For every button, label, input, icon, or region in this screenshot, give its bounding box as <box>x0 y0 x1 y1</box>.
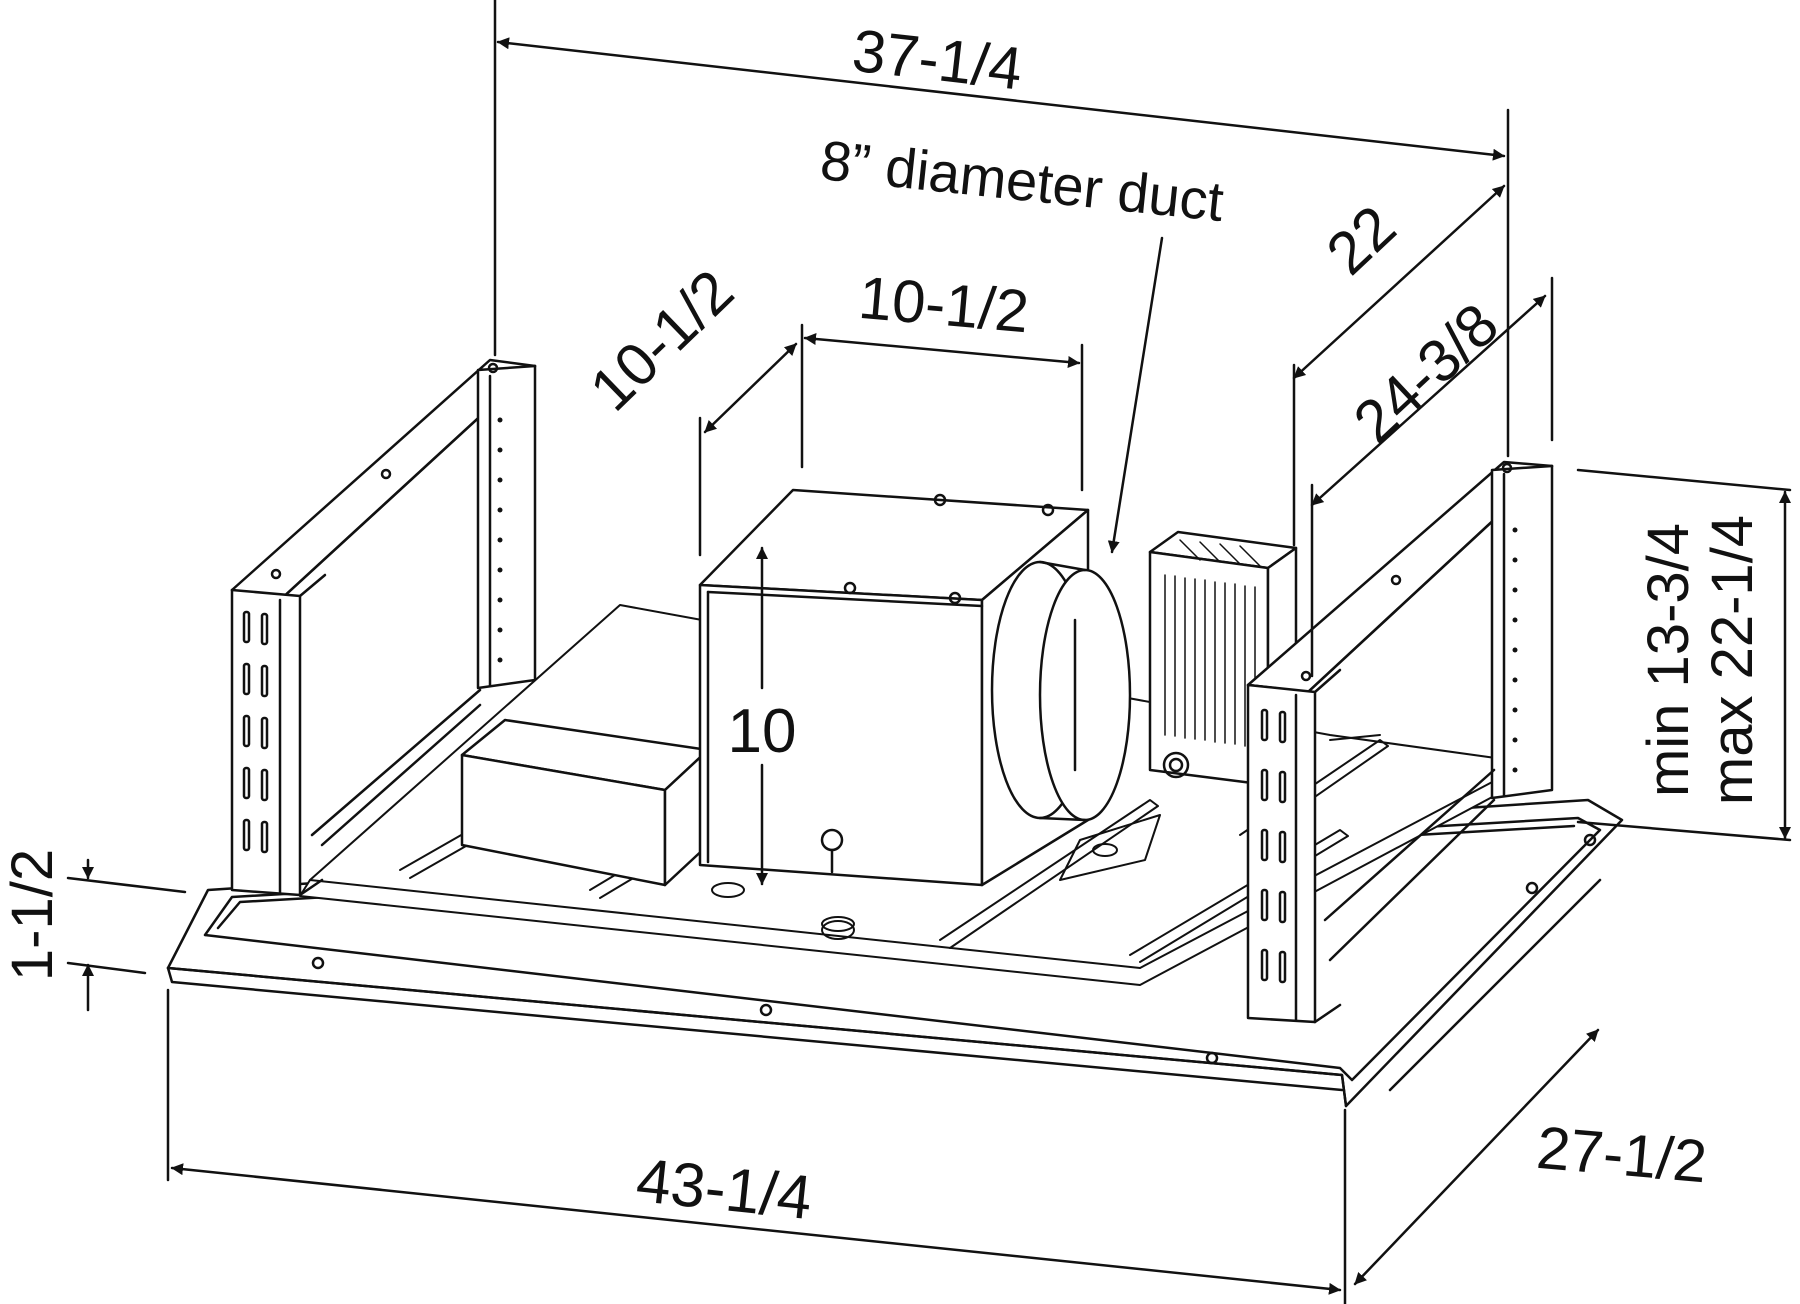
dimension-lines <box>66 0 1792 1304</box>
electrical-box <box>460 718 710 887</box>
label-blower-height: 10 <box>728 697 797 766</box>
label-height-max: max 22-1/4 <box>1700 515 1765 805</box>
label-blower-width: 10-1/2 <box>856 264 1031 346</box>
duct-collar <box>990 560 1132 822</box>
label-depth-22: 22 <box>1314 193 1409 288</box>
label-top-width: 37-1/4 <box>849 17 1026 103</box>
label-depth-24-3-8: 24-3/8 <box>1341 290 1511 455</box>
label-blower-depth: 10-1/2 <box>577 257 746 423</box>
left-frame-holes <box>497 417 503 663</box>
right-mounting-frame <box>1246 460 1554 1024</box>
label-bottom-depth: 27-1/2 <box>1534 1114 1709 1196</box>
label-height-min: min 13-3/4 <box>1636 523 1701 797</box>
label-duct-diameter: 8” diameter duct <box>818 128 1227 233</box>
right-frame-holes <box>1512 527 1518 773</box>
label-flange-height: 1-1/2 <box>0 849 65 981</box>
left-mounting-frame <box>230 358 537 897</box>
